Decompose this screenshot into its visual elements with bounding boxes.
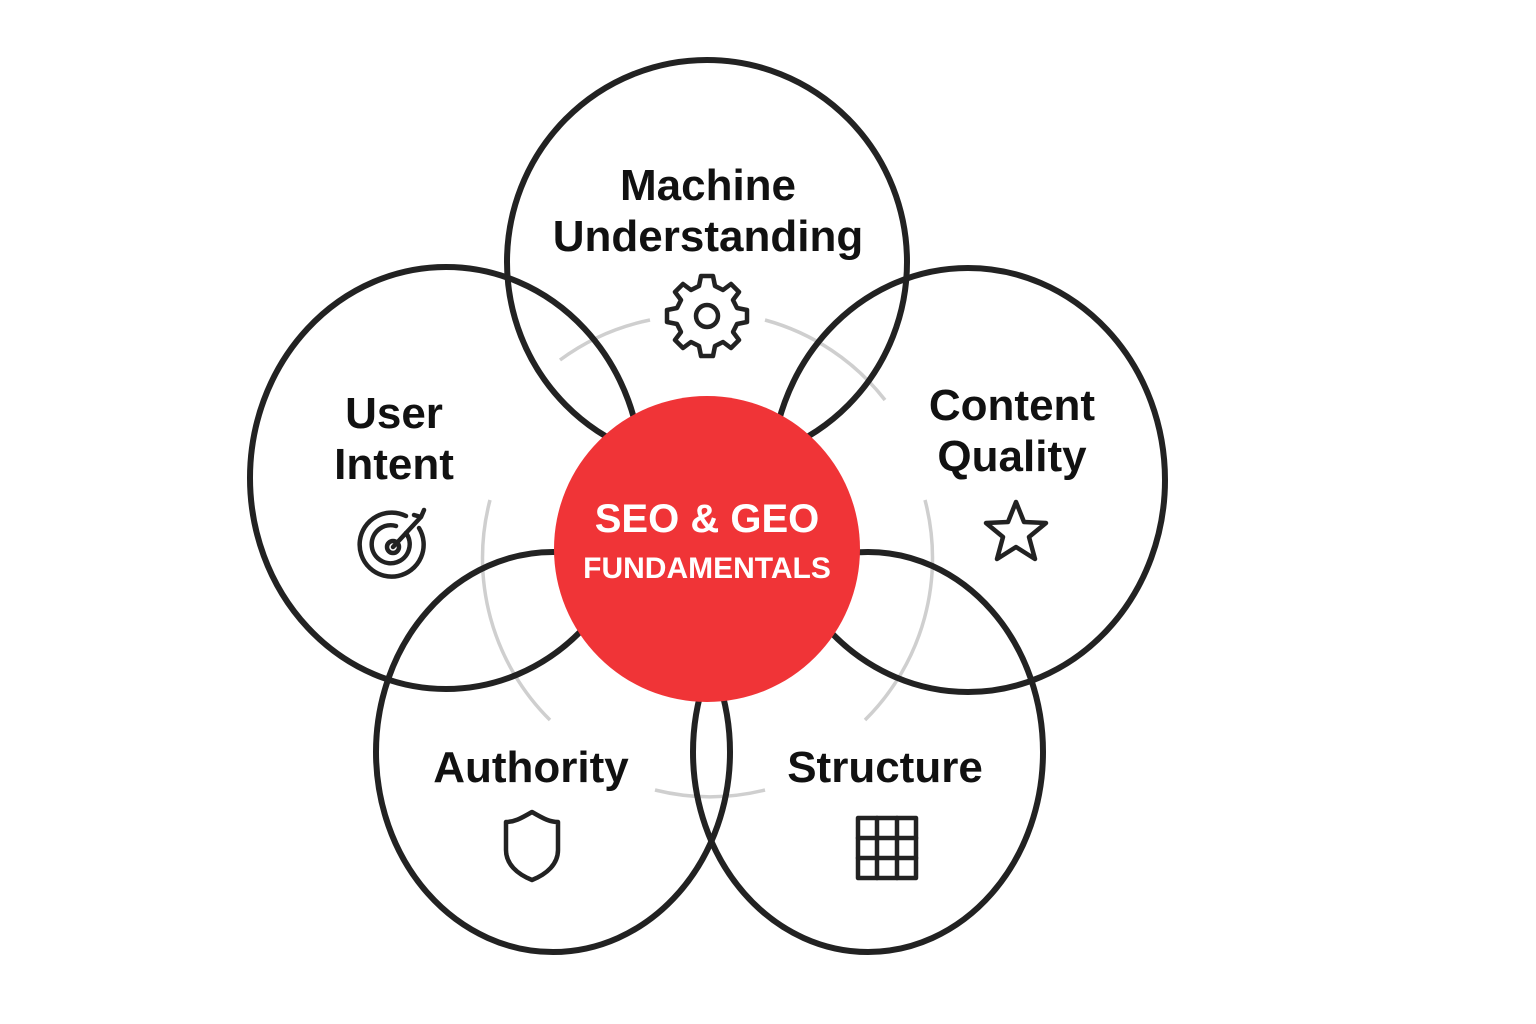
center-subtitle: FUNDAMENTALS bbox=[583, 552, 831, 585]
gear-icon-hub bbox=[693, 302, 721, 330]
center-node: SEO & GEO FUNDAMENTALS bbox=[554, 396, 860, 702]
star-icon bbox=[983, 499, 1049, 562]
content-quality-label-line1: Content bbox=[929, 381, 1096, 430]
shield-icon bbox=[503, 809, 561, 883]
target-icon-bullseye bbox=[384, 538, 402, 556]
grid-icon-frame bbox=[855, 815, 919, 881]
petal-labels: Machine Understanding Content Quality St… bbox=[334, 161, 1095, 792]
ring-arc-right bbox=[863, 499, 935, 722]
target-icon-arrow-fletching bbox=[411, 507, 427, 520]
ring-arc-left bbox=[480, 499, 552, 722]
content-quality-label-line2: Quality bbox=[937, 432, 1087, 481]
center-disc bbox=[554, 396, 860, 702]
center-title: SEO & GEO bbox=[595, 497, 820, 541]
target-icon-arrow-shaft bbox=[390, 515, 423, 550]
structure-circle bbox=[690, 549, 1046, 955]
star-icon-shape bbox=[983, 499, 1049, 562]
ring-arc-bottom bbox=[654, 788, 766, 799]
ring-arc-top-left bbox=[558, 318, 651, 362]
target-icon-middle-ring bbox=[369, 523, 412, 566]
gear-icon bbox=[664, 273, 750, 359]
grid-icon bbox=[855, 815, 919, 881]
machine-understanding-label-line2: Understanding bbox=[553, 212, 863, 261]
authority-label: Authority bbox=[433, 743, 629, 792]
gear-icon-outline bbox=[664, 273, 750, 359]
structure-label: Structure bbox=[787, 743, 983, 792]
target-icon bbox=[357, 507, 427, 579]
user-intent-label-line1: User bbox=[345, 389, 443, 438]
target-icon-outer-ring bbox=[357, 510, 426, 579]
user-intent-label-line2: Intent bbox=[334, 440, 454, 489]
shield-icon-shape bbox=[503, 809, 561, 883]
ring-arc-top-right bbox=[764, 318, 887, 402]
authority-circle bbox=[373, 549, 733, 955]
inner-ring bbox=[480, 318, 935, 799]
machine-understanding-label-line1: Machine bbox=[620, 161, 796, 210]
